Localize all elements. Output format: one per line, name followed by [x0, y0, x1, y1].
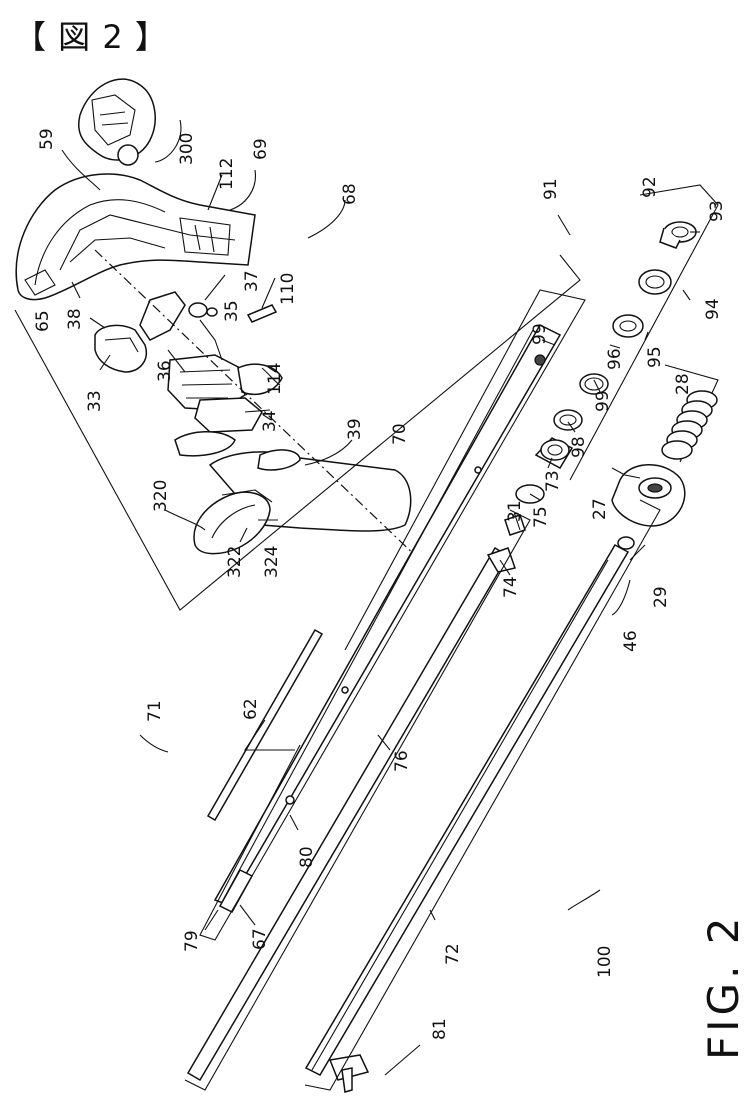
label-68: 68 [340, 183, 360, 205]
label-33: 33 [85, 390, 105, 412]
component-300 [79, 79, 156, 165]
label-93: 93 [707, 200, 727, 222]
label-80: 80 [297, 846, 317, 868]
label-62: 62 [241, 698, 261, 720]
label-114: 114 [265, 363, 285, 395]
label-92: 92 [640, 176, 660, 198]
label-65: 65 [33, 310, 53, 332]
label-28: 28 [673, 373, 693, 395]
knob-27-29 [612, 465, 685, 549]
label-35: 35 [222, 300, 242, 322]
label-94: 94 [703, 298, 723, 320]
label-59: 59 [37, 128, 57, 150]
label-70: 70 [390, 423, 410, 445]
label-300: 300 [177, 133, 197, 165]
label-74: 74 [501, 576, 521, 598]
label-99-rod: 99 [530, 323, 550, 345]
label-95: 95 [645, 346, 665, 368]
spring-28 [662, 391, 717, 459]
part-38 [140, 292, 185, 340]
label-100: 100 [595, 946, 615, 978]
ring-94 [639, 270, 671, 294]
label-110: 110 [278, 273, 298, 305]
label-46: 46 [621, 630, 641, 652]
pin-62 [208, 630, 322, 820]
label-91: 91 [541, 178, 561, 200]
ring-98 [554, 410, 582, 430]
label-324: 324 [262, 546, 282, 578]
label-69: 69 [251, 138, 271, 160]
label-96: 96 [605, 348, 625, 370]
label-38: 38 [65, 308, 85, 330]
label-72: 72 [443, 943, 463, 965]
label-27: 27 [590, 498, 610, 520]
sleeve-73 [536, 438, 572, 468]
label-322: 322 [225, 546, 245, 578]
figure-caption: FIG. 2 [699, 913, 744, 1060]
handle-housing-59 [16, 174, 255, 300]
label-39: 39 [345, 418, 365, 440]
label-75: 75 [531, 506, 551, 528]
label-112: 112 [217, 158, 237, 190]
label-81: 81 [430, 1018, 450, 1040]
label-99-rings: 99 [593, 390, 613, 412]
label-73: 73 [543, 470, 563, 492]
label-67: 67 [250, 928, 270, 950]
part-92-93 [660, 222, 696, 248]
label-320: 320 [151, 480, 171, 512]
label-98: 98 [569, 436, 589, 458]
label-29: 29 [651, 586, 671, 608]
label-71: 71 [145, 700, 165, 722]
label-76: 76 [392, 750, 412, 772]
label-37: 37 [242, 270, 262, 292]
label-36: 36 [155, 360, 175, 382]
label-79: 79 [182, 930, 202, 952]
leader-lines [62, 120, 700, 1075]
label-31: 31 [505, 500, 525, 522]
ring-95 [613, 315, 643, 337]
label-34: 34 [260, 410, 280, 432]
